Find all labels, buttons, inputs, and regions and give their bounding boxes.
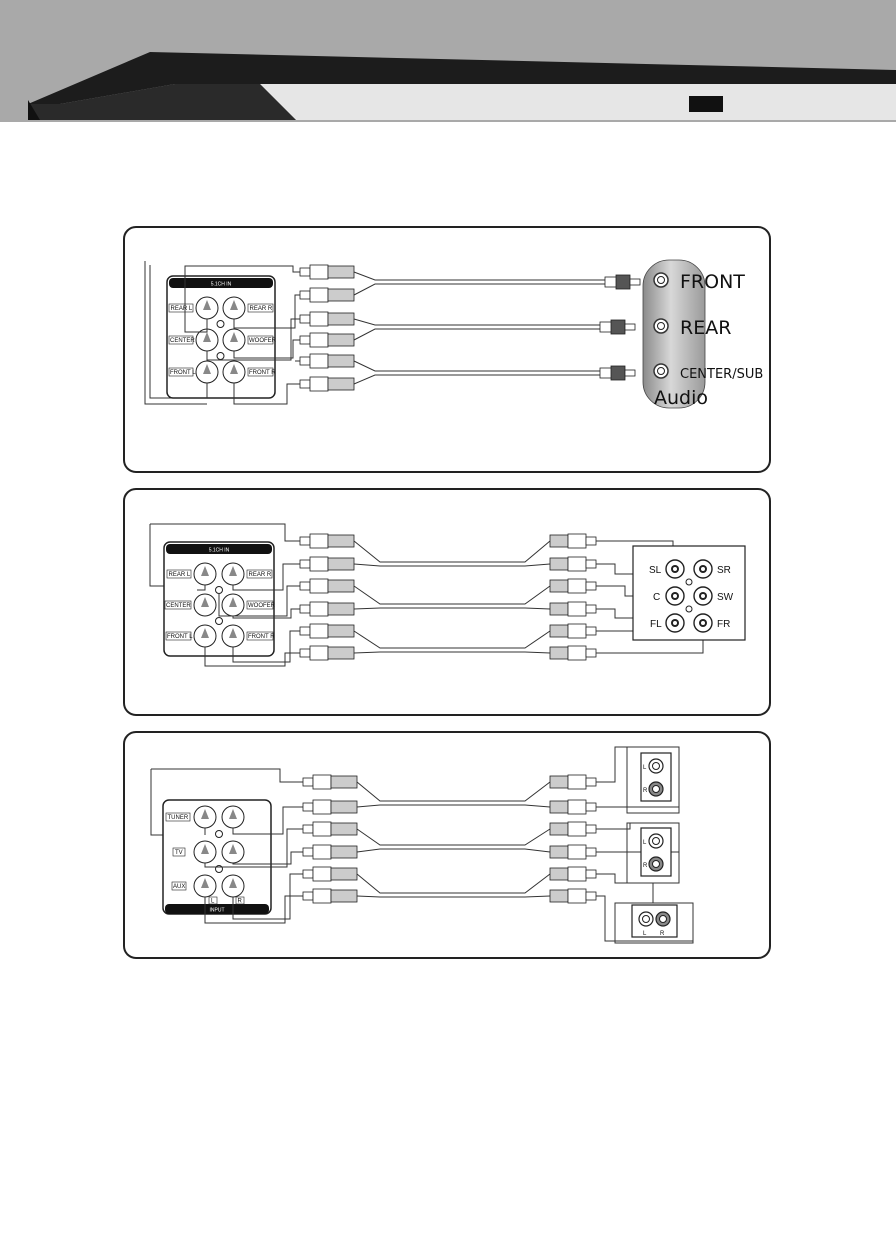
source-2-r-label: R bbox=[643, 863, 648, 869]
source-1-r-label: R bbox=[643, 788, 648, 794]
source-device-3: L R bbox=[614, 902, 694, 944]
device-header: 5.1CH IN bbox=[209, 548, 230, 554]
panel-5-1ch-to-amplifier: 5.1CH IN REAR L REAR R CENTER WOOFER FRO… bbox=[123, 488, 771, 716]
input-aux-label: AUX bbox=[173, 884, 185, 890]
jack-rear-r-label: REAR R bbox=[250, 306, 273, 312]
rca-plug-group-left bbox=[299, 533, 355, 661]
input-tv-label: TV bbox=[175, 850, 183, 856]
jack-labels: REAR L REAR R CENTER WOOFER FRONT L FRON… bbox=[168, 303, 277, 377]
amp-sw-label: SW bbox=[717, 592, 734, 603]
jack-rear-r-label: REAR R bbox=[249, 572, 272, 578]
source-2-l-label: L bbox=[643, 840, 647, 846]
jack-rear-l-label: REAR L bbox=[169, 572, 191, 578]
input-tuner-label: TUNER bbox=[168, 815, 189, 821]
source-device-2: L R bbox=[626, 822, 680, 884]
device-5-1ch-in-panel: 5.1CH IN REAR L REAR R CENTER WOOFER FRO… bbox=[163, 541, 276, 657]
device-input-panel: INPUT TUNER TV AUX L R bbox=[162, 799, 272, 915]
page-number-badge bbox=[689, 96, 723, 112]
amp-c-label: C bbox=[653, 592, 660, 603]
jack-woofer-label: WOOFER bbox=[249, 338, 277, 344]
mini-plug-group bbox=[599, 274, 641, 381]
source-3-l-label: L bbox=[643, 931, 647, 937]
input-r-label: R bbox=[238, 899, 243, 905]
device-5-1ch-in-panel: 5.1CH IN REAR L REAR R CENTER WOOFER FRO… bbox=[166, 275, 277, 399]
panel-input-to-sources: INPUT TUNER TV AUX L R bbox=[123, 731, 771, 959]
amplifier-input-panel: SL SR C SW FL FR bbox=[632, 545, 746, 641]
amp-fl-label: FL bbox=[650, 619, 662, 630]
jack-front-l-label: FRONT L bbox=[167, 634, 193, 640]
input-l-label: L bbox=[211, 899, 215, 905]
amp-sr-label: SR bbox=[717, 565, 731, 576]
jack-front-l-label: FRONT L bbox=[170, 370, 196, 376]
rca-plug-group-left bbox=[299, 264, 355, 392]
jack-center-label: CENTER bbox=[166, 603, 191, 609]
rca-plug-group-left bbox=[302, 774, 358, 904]
page-header-banner bbox=[0, 0, 896, 122]
jack-center-label: CENTER bbox=[170, 338, 195, 344]
jack-front-r-label: FRONT R bbox=[248, 634, 275, 640]
jack-front-r-label: FRONT R bbox=[249, 370, 276, 376]
source-3-r-label: R bbox=[660, 931, 665, 937]
device-header: 5.1CH IN bbox=[211, 282, 232, 288]
jack-grid bbox=[195, 296, 246, 384]
rca-plug-group-right bbox=[549, 774, 597, 904]
audio-front-label: FRONT bbox=[680, 271, 745, 293]
jack-woofer-label: WOOFER bbox=[248, 603, 276, 609]
audio-device: FRONT REAR CENTER/SUB Audio bbox=[642, 259, 763, 409]
source-1-l-label: L bbox=[643, 765, 647, 771]
source-device-1: L R bbox=[626, 746, 680, 814]
amp-fr-label: FR bbox=[717, 619, 730, 630]
input-footer-label: INPUT bbox=[210, 908, 225, 914]
audio-title: Audio bbox=[654, 387, 708, 409]
audio-center-sub-label: CENTER/SUB bbox=[680, 367, 763, 382]
panel-5-1ch-to-audio-minijack: 5.1CH IN REAR L REAR R CENTER WOOFER FRO… bbox=[123, 226, 771, 473]
amp-sl-label: SL bbox=[649, 565, 662, 576]
audio-rear-label: REAR bbox=[680, 317, 731, 339]
rca-plug-group-right bbox=[549, 533, 597, 661]
jack-rear-l-label: REAR L bbox=[171, 306, 193, 312]
